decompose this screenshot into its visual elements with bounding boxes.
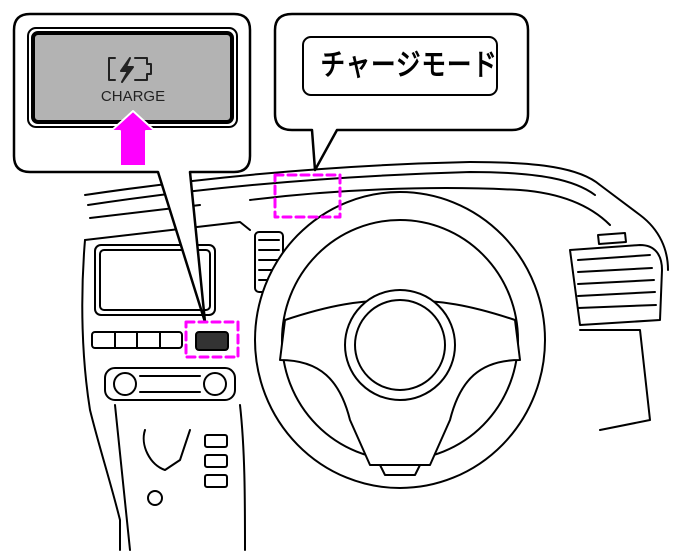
- battery-charge-icon: [108, 57, 152, 83]
- charge-mode-label: チャージモード: [320, 48, 498, 83]
- charge-label: CHARGE: [100, 88, 166, 105]
- gear-shifter: [142, 429, 228, 506]
- button-highlight: [184, 320, 240, 359]
- display-highlight: [273, 173, 342, 219]
- button-row: [91, 331, 229, 351]
- climate-panel: [104, 367, 246, 551]
- charge-button[interactable]: [195, 331, 229, 351]
- arrow-up-icon: [110, 110, 156, 167]
- callout-display: [273, 12, 530, 172]
- steering-wheel: [254, 191, 546, 489]
- callout-charge-button: [12, 12, 252, 324]
- infotainment-screen: [94, 244, 216, 316]
